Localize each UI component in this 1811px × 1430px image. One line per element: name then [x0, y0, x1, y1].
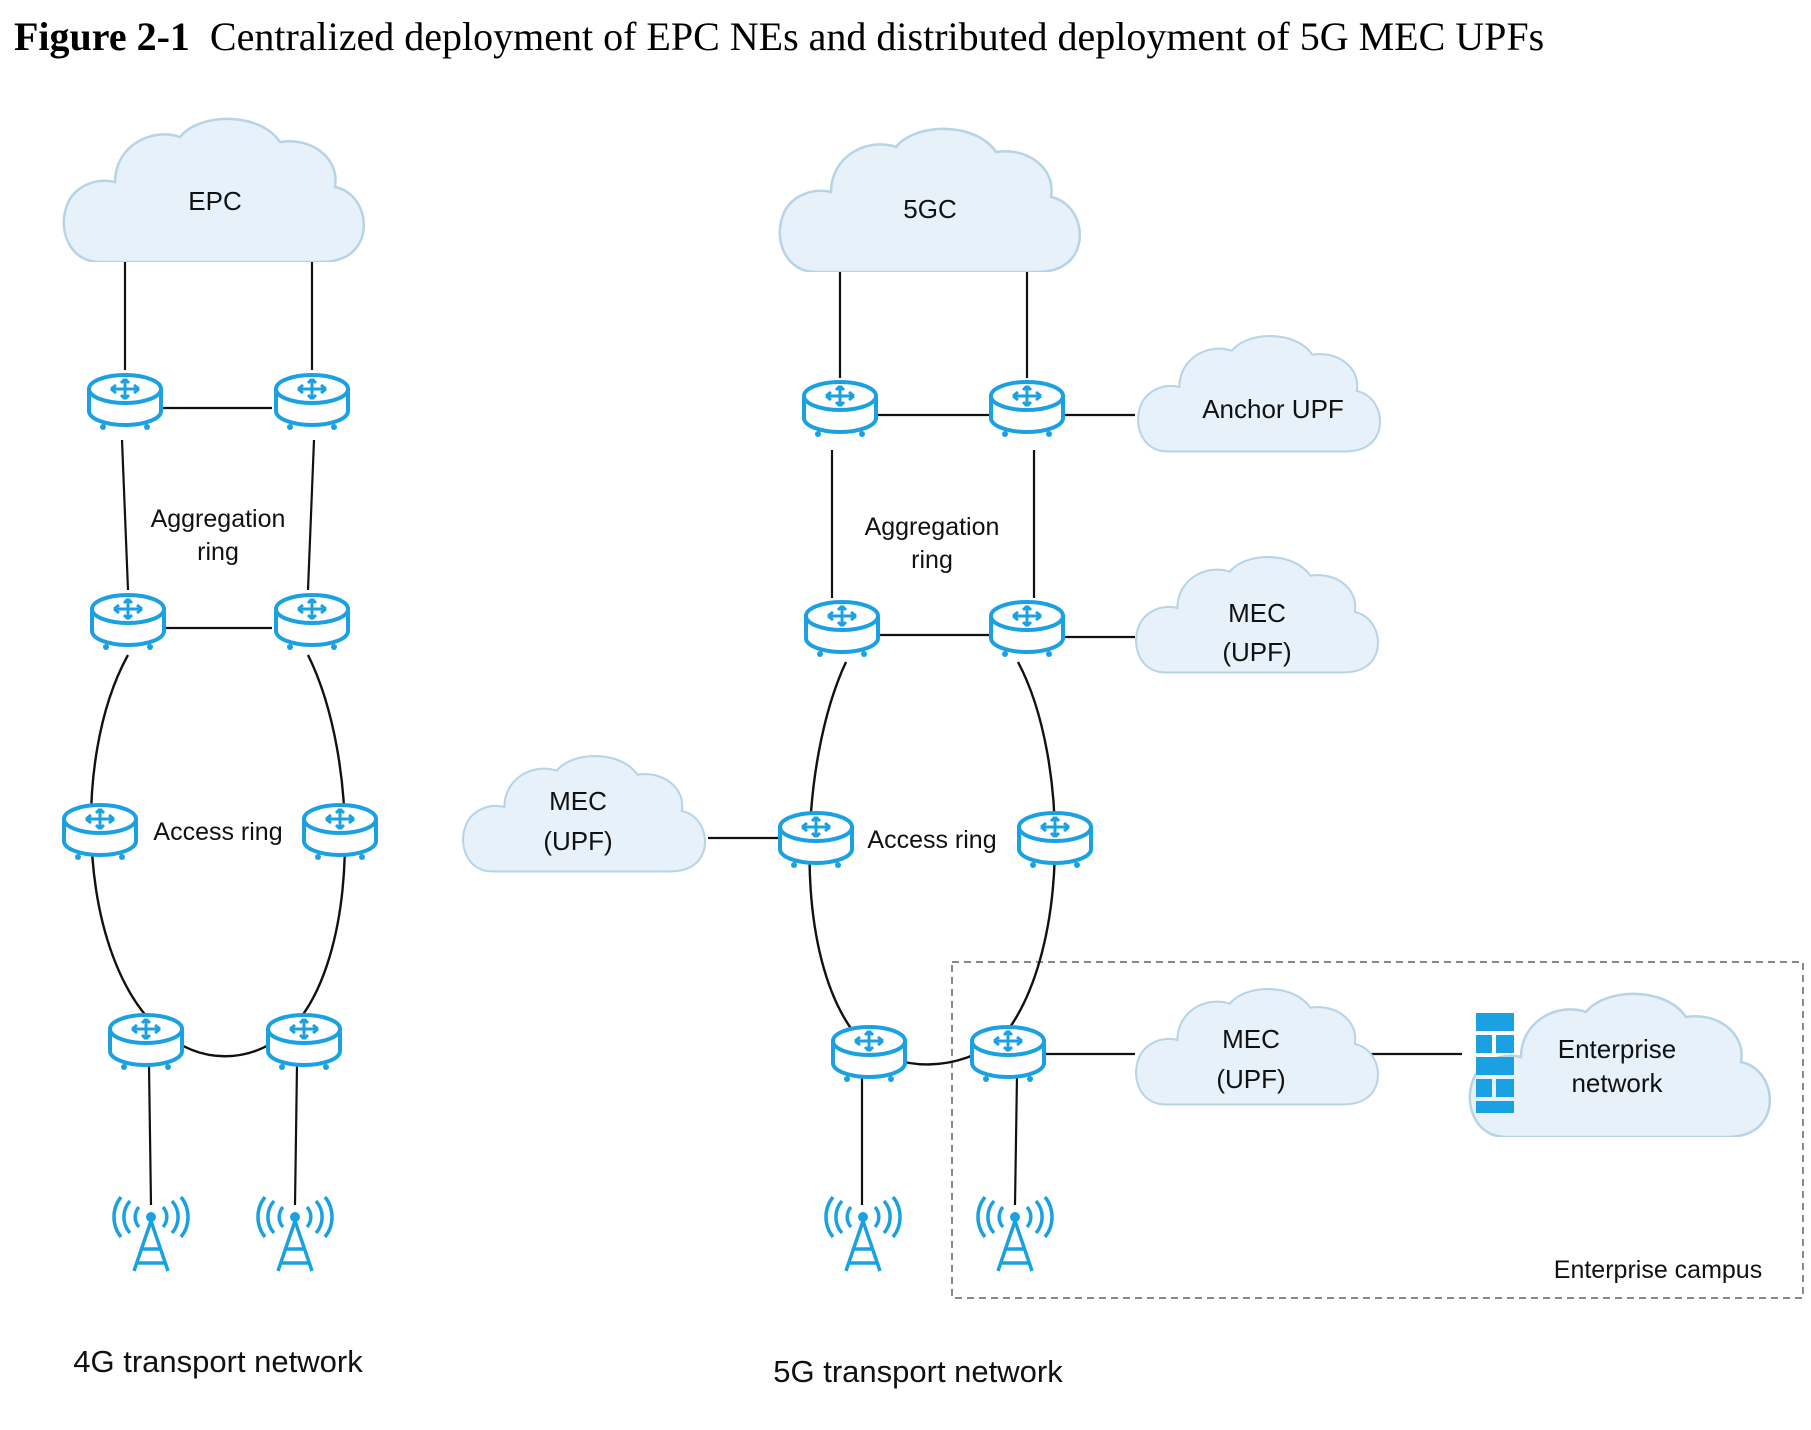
enterprise-network-label-line2: network	[1571, 1068, 1663, 1098]
router-icon	[778, 811, 854, 870]
router-icon	[989, 380, 1065, 439]
router-icon	[1017, 811, 1093, 870]
radio-tower-icon	[976, 1195, 1054, 1273]
router-icon	[62, 803, 138, 862]
enterprise-network-label-line1: Enterprise	[1558, 1034, 1677, 1064]
enterprise-campus-boundary	[951, 961, 1804, 1299]
link-agg-left	[120, 439, 130, 591]
router-icon	[274, 373, 350, 432]
figure-title: Centralized deployment of EPC NEs and di…	[210, 14, 1544, 59]
mec-access-label-line1: MEC	[549, 786, 607, 816]
5gc-label: 5GC	[903, 194, 956, 224]
firewall-icon	[1476, 1013, 1514, 1113]
router-icon	[87, 373, 163, 432]
figure-caption: Figure 2-1 Centralized deployment of EPC…	[14, 14, 1544, 59]
router-icon	[266, 1013, 342, 1072]
router-icon	[989, 600, 1065, 659]
router-icon	[108, 1013, 184, 1072]
router-icon	[970, 1025, 1046, 1084]
epc-label: EPC	[188, 186, 241, 216]
figure-number: Figure 2-1	[14, 14, 190, 59]
network-4g: EPC Aggregation ring Access ring 4G tran…	[62, 117, 378, 1379]
anchor-upf-label: Anchor UPF	[1202, 394, 1344, 424]
router-icon	[90, 593, 166, 652]
aggregation-ring-5g-label-line1: Aggregation	[865, 513, 1000, 541]
router-icon	[802, 380, 878, 439]
router-icon	[274, 593, 350, 652]
enterprise-network-cloud-icon	[1468, 992, 1772, 1137]
link-agg-right	[306, 439, 316, 591]
mec-campus-label-line1: MEC	[1222, 1024, 1280, 1054]
router-icon	[804, 600, 880, 659]
network-5g: 5GC Anchor UPF MEC (UPF) MEC (UPF) MEC (…	[461, 127, 1804, 1389]
router-icon	[302, 803, 378, 862]
access-ring-label: Access ring	[153, 818, 282, 846]
access-ring-4g	[89, 654, 347, 1058]
network-title-4g: 4G transport network	[73, 1344, 363, 1379]
router-icon	[831, 1025, 907, 1084]
aggregation-ring-label-line1: Aggregation	[151, 505, 286, 533]
aggregation-ring-label-line2: ring	[197, 538, 239, 566]
radio-tower-icon	[824, 1195, 902, 1273]
enterprise-campus-label: Enterprise campus	[1554, 1256, 1762, 1284]
radio-tower-icon	[112, 1195, 190, 1273]
link-tower-5g-right	[1013, 1074, 1019, 1206]
access-ring-5g	[808, 661, 1057, 1066]
access-ring-5g-label: Access ring	[867, 826, 996, 854]
mec-campus-label-line2: (UPF)	[1216, 1064, 1285, 1094]
link-tower-right	[293, 1064, 299, 1206]
mec-access-label-line2: (UPF)	[543, 826, 612, 856]
mec-agg-label-line1: MEC	[1228, 598, 1286, 628]
mec-agg-label-line2: (UPF)	[1222, 637, 1291, 667]
network-title-5g: 5G transport network	[773, 1354, 1063, 1389]
aggregation-ring-5g-label-line2: ring	[911, 546, 953, 574]
radio-tower-icon	[256, 1195, 334, 1273]
link-tower-left	[147, 1064, 153, 1206]
